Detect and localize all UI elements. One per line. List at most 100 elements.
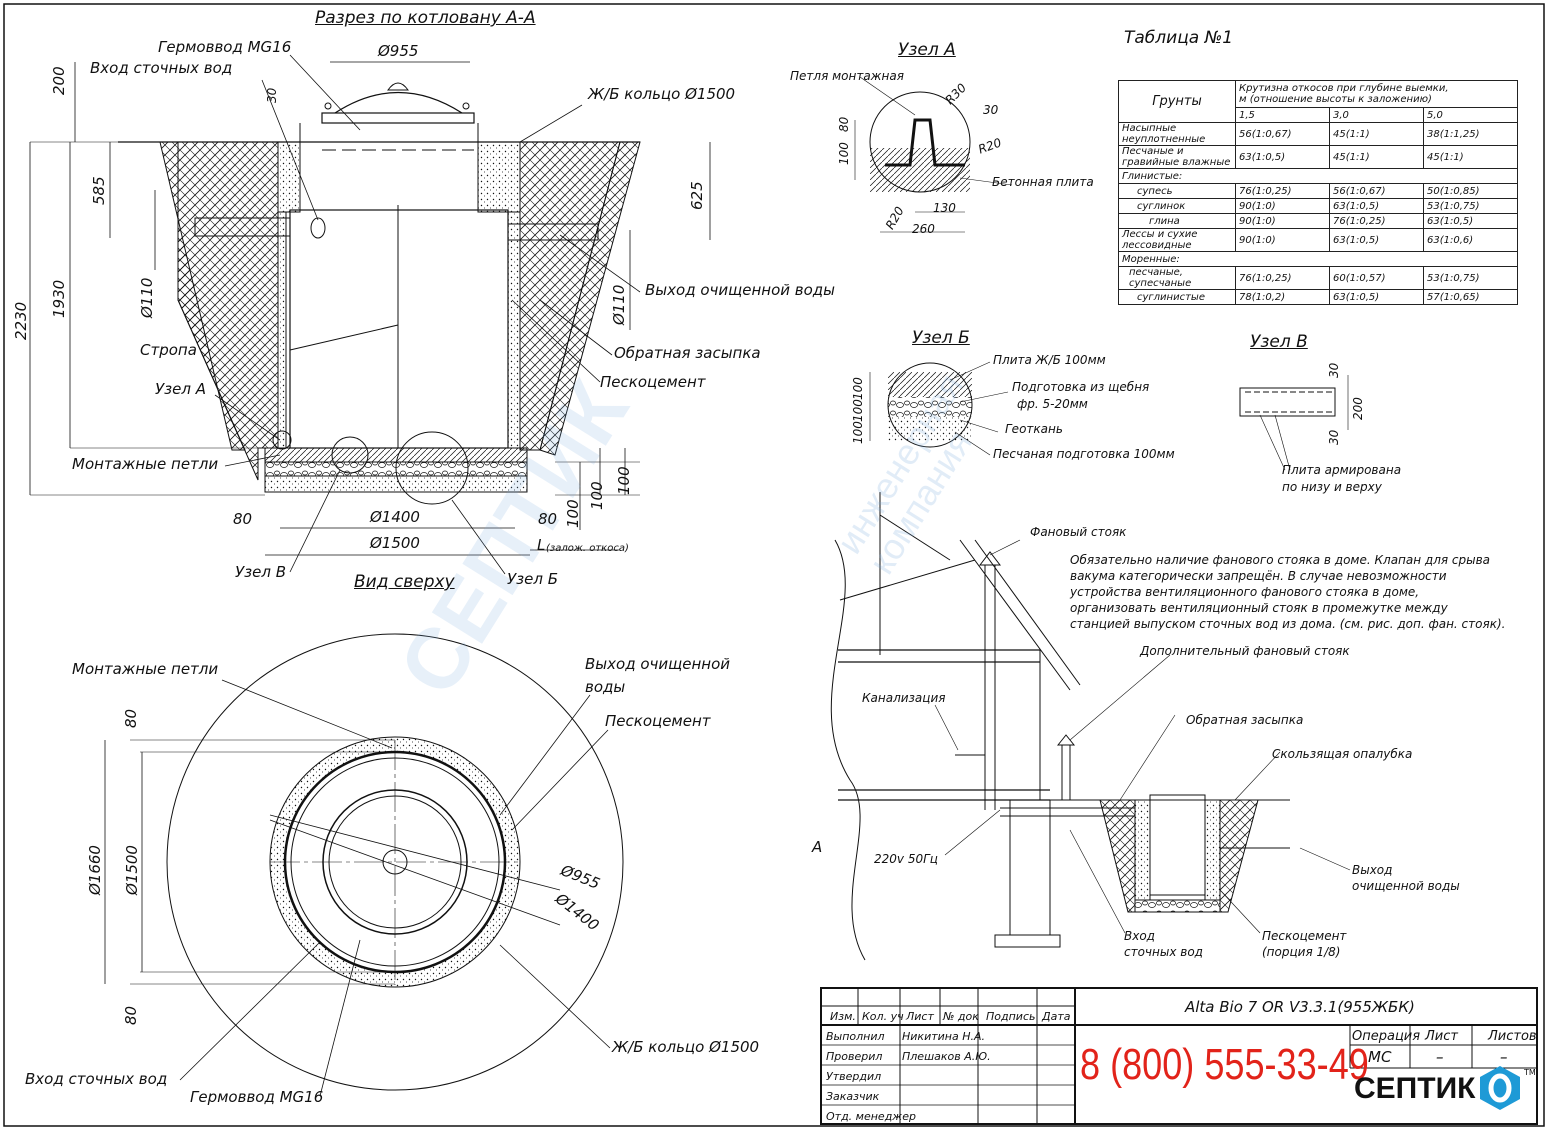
node-b-label-fraction: фр. 5-20мм bbox=[1017, 397, 1088, 411]
dim-d955: Ø955 bbox=[378, 42, 419, 60]
house-label-outlet-2: очищенной воды bbox=[1352, 879, 1460, 893]
house-label-sandcement-2: (порция 1/8) bbox=[1262, 945, 1341, 959]
dim-d110-left: Ø110 bbox=[138, 277, 156, 318]
tb-name: Никитина Н.А. bbox=[902, 1030, 985, 1043]
dim-h100c: 100 bbox=[615, 466, 633, 495]
house-note-line: вакума категорически запрещён. В случае … bbox=[1070, 569, 1447, 583]
tank-neck bbox=[321, 112, 475, 124]
table-row: супесь 76(1:0,25) 56(1:0,67) 50(1:0,85) bbox=[1118, 183, 1518, 199]
table-cell: 50(1:0,85) bbox=[1423, 183, 1518, 199]
table-header-slope-1: Крутизна откосов при глубине выемки, bbox=[1239, 83, 1449, 94]
node-v-title: Узел В bbox=[1250, 332, 1308, 352]
table-row: Моренные: bbox=[1118, 251, 1518, 267]
dim-w80-left: 80 bbox=[233, 510, 253, 528]
table-row: суглинок 90(1:0) 63(1:0,5) 53(1:0,75) bbox=[1118, 198, 1518, 214]
table-cell: 90(1:0) bbox=[1235, 198, 1330, 214]
table-row: Глинистые: bbox=[1118, 168, 1518, 184]
table-cell: 56(1:0,67) bbox=[1235, 122, 1330, 146]
label-node-b: Узел Б bbox=[507, 570, 558, 588]
tv-label-loops: Монтажные петли bbox=[72, 660, 219, 678]
tv-label-outlet-1: Выход очищенной bbox=[585, 655, 731, 673]
table-cell: 45(1:1) bbox=[1329, 122, 1424, 146]
house-label-power: 220v 50Гц bbox=[874, 852, 938, 866]
node-b-dim-100b: 100 bbox=[851, 399, 865, 422]
dim-d1400: Ø1400 bbox=[370, 508, 420, 526]
tb-role: Выполнил bbox=[826, 1030, 885, 1043]
dim-h585: 585 bbox=[90, 176, 108, 205]
table-cell-soil: суглинок bbox=[1118, 198, 1236, 214]
node-b-label-sand: Песчаная подготовка 100мм bbox=[993, 447, 1175, 461]
table-cell-soil: Песчаные и гравийные влажные bbox=[1118, 145, 1236, 169]
table-depth: 5,0 bbox=[1423, 107, 1518, 123]
node-a-loop-label: Петля монтажная bbox=[790, 69, 904, 83]
node-b-detail bbox=[869, 361, 1009, 456]
dim-d1500: Ø1500 bbox=[370, 534, 420, 552]
soil-right-outer bbox=[539, 141, 641, 456]
tank-body bbox=[289, 209, 509, 449]
node-a-dim-30: 30 bbox=[983, 103, 999, 117]
house-label-backfill: Обратная засыпка bbox=[1186, 713, 1304, 727]
table-cell: 63(1:0,5) bbox=[1329, 228, 1424, 252]
lid-bolt-right bbox=[462, 102, 470, 110]
dim-h200: 200 bbox=[50, 66, 68, 95]
node-v-marker bbox=[331, 436, 369, 474]
tb-col-date: Дата bbox=[1042, 1010, 1071, 1023]
tb-col-sign: Подпись bbox=[986, 1010, 1036, 1023]
tv-label-hermo: Гермоввод MG16 bbox=[190, 1088, 324, 1106]
tv-label-sandcement: Пескоцемент bbox=[605, 712, 711, 730]
node-b-label-gravel: Подготовка из щебня bbox=[1012, 380, 1150, 394]
node-v-label-2: по низу и верху bbox=[1282, 480, 1382, 494]
table-cell: 90(1:0) bbox=[1235, 213, 1330, 229]
top-view-title: Вид сверху bbox=[354, 572, 455, 592]
table-cell: 45(1:1) bbox=[1329, 145, 1424, 169]
tb-sheet-label: Лист bbox=[1425, 1029, 1458, 1044]
inlet-pipe bbox=[194, 217, 291, 237]
outlet-pipe bbox=[507, 223, 599, 241]
label-sandcement: Пескоцемент bbox=[600, 373, 706, 391]
node-a-slab-label: Бетонная плита bbox=[992, 175, 1094, 189]
strap-line bbox=[289, 324, 399, 351]
table-cell-soil: глина bbox=[1118, 213, 1236, 229]
lid-bolt-left bbox=[324, 102, 332, 110]
table-cell-soil: Моренные: bbox=[1118, 251, 1518, 267]
top-view bbox=[104, 633, 624, 1097]
table-cell: 78(1:0,2) bbox=[1235, 289, 1330, 305]
dim-h2230: 2230 bbox=[12, 301, 30, 340]
node-b-dim-100c: 100 bbox=[851, 421, 865, 444]
section-title: Разрез по котловану А-А bbox=[315, 8, 536, 28]
ring-wall-right bbox=[507, 211, 521, 449]
node-a-dim-100: 100 bbox=[837, 142, 851, 165]
label-loops: Монтажные петли bbox=[72, 455, 219, 473]
node-v-dim-30b: 30 bbox=[1327, 429, 1341, 445]
table-row: Песчаные и гравийные влажные 63(1:0,5) 4… bbox=[1118, 145, 1518, 169]
table-depth: 3,0 bbox=[1329, 107, 1424, 123]
table-cell: 53(1:0,75) bbox=[1423, 198, 1518, 214]
sandcement-right bbox=[477, 141, 521, 213]
house-label-outlet-1: Выход bbox=[1352, 863, 1393, 877]
dim-w80-right: 80 bbox=[538, 510, 558, 528]
tv-label-inlet: Вход сточных вод bbox=[25, 1070, 168, 1088]
node-b-marker bbox=[395, 431, 469, 505]
label-outlet: Выход очищенной воды bbox=[645, 281, 836, 299]
table-row: песчаные, супесчаные 76(1:0,25) 60(1:0,5… bbox=[1118, 266, 1518, 290]
label-node-v: Узел В bbox=[235, 563, 286, 581]
house-scheme bbox=[830, 492, 1351, 961]
table-cell-soil: суглинистые bbox=[1118, 289, 1236, 305]
tb-sheet-value: – bbox=[1436, 1048, 1444, 1066]
house-label-sewer: Канализация bbox=[862, 691, 946, 705]
house-label-a: А bbox=[812, 838, 823, 856]
tv-dim-d1660: Ø1660 bbox=[86, 845, 104, 895]
node-b-label-geotextile: Геоткань bbox=[1005, 422, 1063, 436]
tb-product: Alta Bio 7 OR V3.3.1(955ЖБК) bbox=[1185, 998, 1415, 1016]
tv-dim-w80-top: 80 bbox=[122, 708, 140, 728]
tv-label-outlet-2: воды bbox=[585, 678, 626, 696]
table-cell: 76(1:0,25) bbox=[1329, 213, 1424, 229]
table-cell-soil: Глинистые: bbox=[1118, 168, 1518, 184]
table-row: суглинистые 78(1:0,2) 63(1:0,5) 57(1:0,6… bbox=[1118, 289, 1518, 305]
house-label-sandcement-1: Пескоцемент bbox=[1262, 929, 1347, 943]
tb-sheets-value: – bbox=[1500, 1048, 1508, 1066]
sheet-frame bbox=[3, 3, 1545, 1127]
tb-name: Плешаков А.Ю. bbox=[902, 1050, 991, 1063]
house-label-inlet-2: сточных вод bbox=[1124, 945, 1203, 959]
